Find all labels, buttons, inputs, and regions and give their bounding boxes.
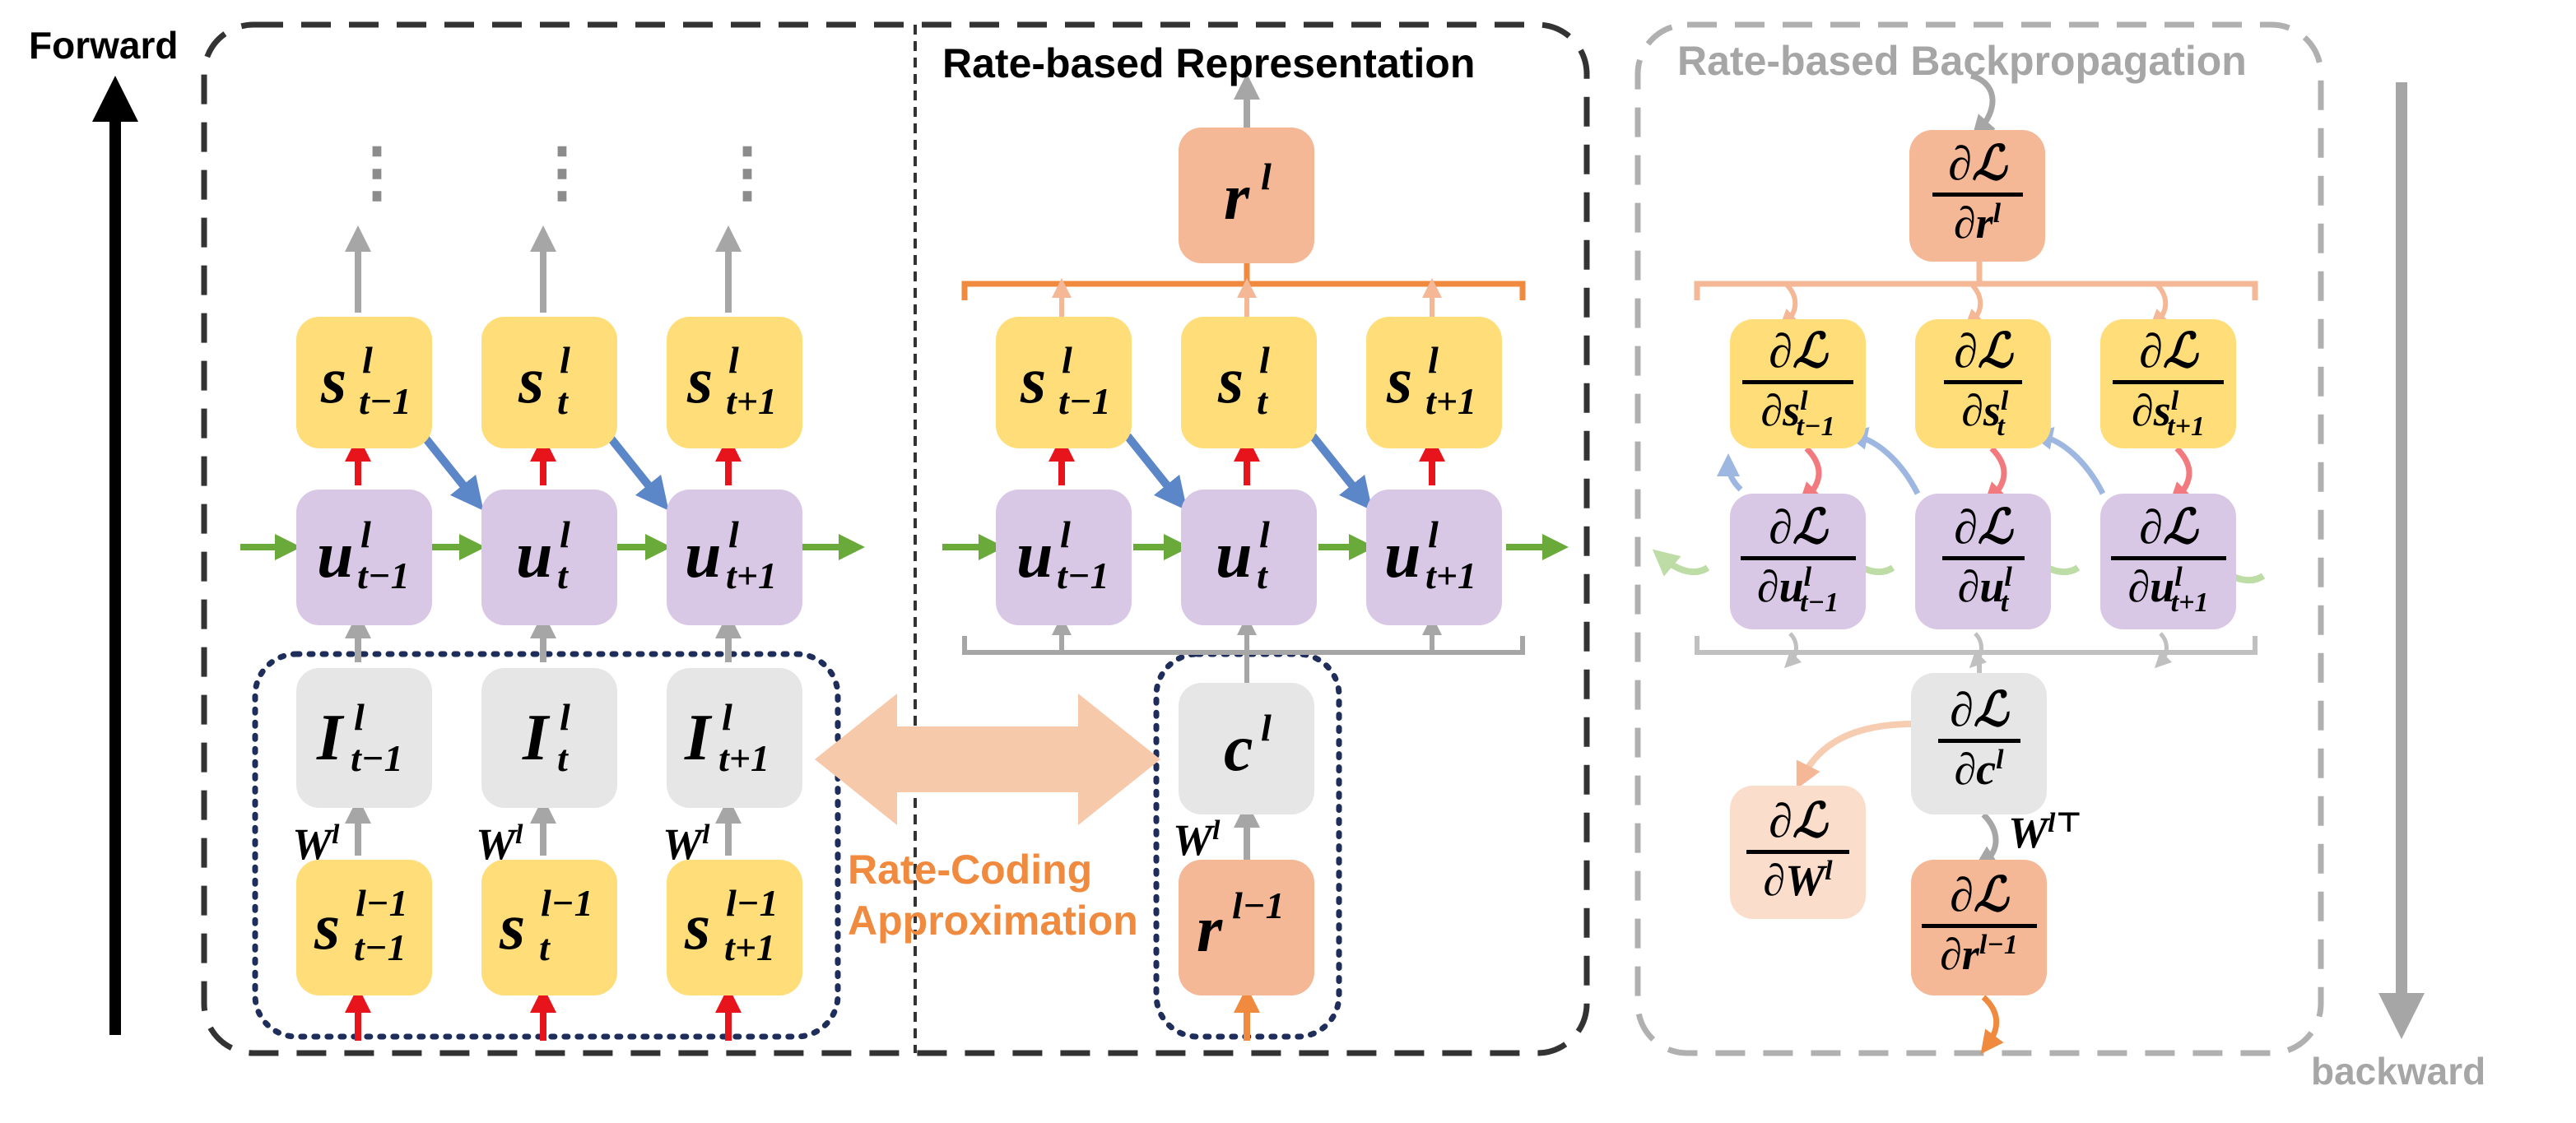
weight-transpose-label: Wl⊤ [2008,808,2083,857]
rate-coding-label-line2: Approximation [848,898,1138,944]
spike-node-mid-tp1: s l t+1 [1366,317,1502,448]
grad-node-s-t: ∂ℒ ∂slt [1915,319,2051,448]
ellipsis-dots: ⋮ [714,137,780,209]
input-spike-node-t: s l−1 t [481,860,617,995]
grad-node-s-tp1: ∂ℒ ∂slt+1 [2100,319,2236,448]
ellipsis-dots: ⋮ [344,137,410,209]
forward-panel [201,21,1590,1056]
spike-node-mid-t: s l t [1181,317,1317,448]
backward-label: backward [2311,1050,2486,1093]
grad-node-u-tp1: ∂ℒ ∂ult+1 [2100,494,2236,629]
forward-label: Forward [29,24,179,67]
weight-label: Wl [1173,815,1221,865]
membrane-node-l-tm1: u l t−1 [296,490,432,625]
input-spike-node-tm1: s l−1 t−1 [296,860,432,995]
grad-node-w: ∂ℒ ∂Wl [1730,786,1866,919]
membrane-node-mid-tm1: u l t−1 [996,490,1132,625]
rate-node-l: r l [1179,128,1314,263]
rate-based-backpropagation-title: Rate-based Backpropagation [1677,38,2247,84]
grad-node-c: ∂ℒ ∂cl [1911,673,2047,814]
spike-node-l-t: s l t [481,317,617,448]
membrane-node-l-t: u l t [481,490,617,625]
current-node-l-tp1: I l t+1 [667,668,802,808]
backprop-panel [1634,21,2324,1056]
current-rate-node-c: c l [1179,683,1314,814]
membrane-node-mid-tp1: u l t+1 [1366,490,1502,625]
rate-coding-double-arrow [815,694,1160,825]
grad-node-r-lm1: ∂ℒ ∂rl−1 [1911,860,2047,995]
grad-node-s-tm1: ∂ℒ ∂slt−1 [1730,319,1866,448]
spike-node-mid-tm1: s l t−1 [996,317,1132,448]
current-node-l-tm1: I l t−1 [296,668,432,808]
membrane-node-l-tp1: u l t+1 [667,490,802,625]
input-spike-node-tp1: s l−1 t+1 [667,860,802,995]
rate-based-representation-title: Rate-based Representation [942,40,1476,86]
current-node-l-t: I l t [481,668,617,808]
rate-node-lm1: r l−1 [1179,860,1314,995]
spike-node-l-tp1: s l t+1 [667,317,802,448]
grad-node-r-l: ∂ℒ ∂rl [1909,130,2045,262]
grad-node-u-t: ∂ℒ ∂ult [1915,494,2051,629]
grad-node-u-tm1: ∂ℒ ∂ult−1 [1730,494,1866,629]
spike-node-l-tm1: s l t−1 [296,317,432,448]
rate-coding-label-line1: Rate-Coding [848,847,1093,893]
membrane-node-mid-t: u l t [1181,490,1317,625]
ellipsis-dots: ⋮ [529,137,595,209]
